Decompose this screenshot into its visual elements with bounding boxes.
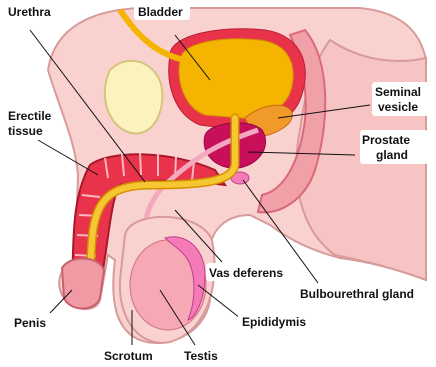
glans <box>62 258 104 308</box>
label-scrotum: Scrotum <box>104 349 153 363</box>
label-seminal-line2: vesicle <box>378 100 418 114</box>
label-bladder: Bladder <box>138 5 183 19</box>
label-testis: Testis <box>184 349 218 363</box>
label-penis: Penis <box>14 316 46 330</box>
label-vas-deferens: Vas deferens <box>209 266 283 280</box>
label-prostate-line1: Prostate <box>362 133 410 147</box>
label-bulbourethral: Bulbourethral gland <box>300 287 414 301</box>
label-epididymis: Epididymis <box>242 315 306 329</box>
label-erectile-line2: tissue <box>8 124 43 138</box>
pubic-bone <box>105 61 163 134</box>
label-prostate-line2: gland <box>376 148 408 162</box>
label-erectile-line1: Erectile <box>8 109 52 123</box>
label-urethra: Urethra <box>8 5 51 19</box>
label-seminal-line1: Seminal <box>375 85 421 99</box>
